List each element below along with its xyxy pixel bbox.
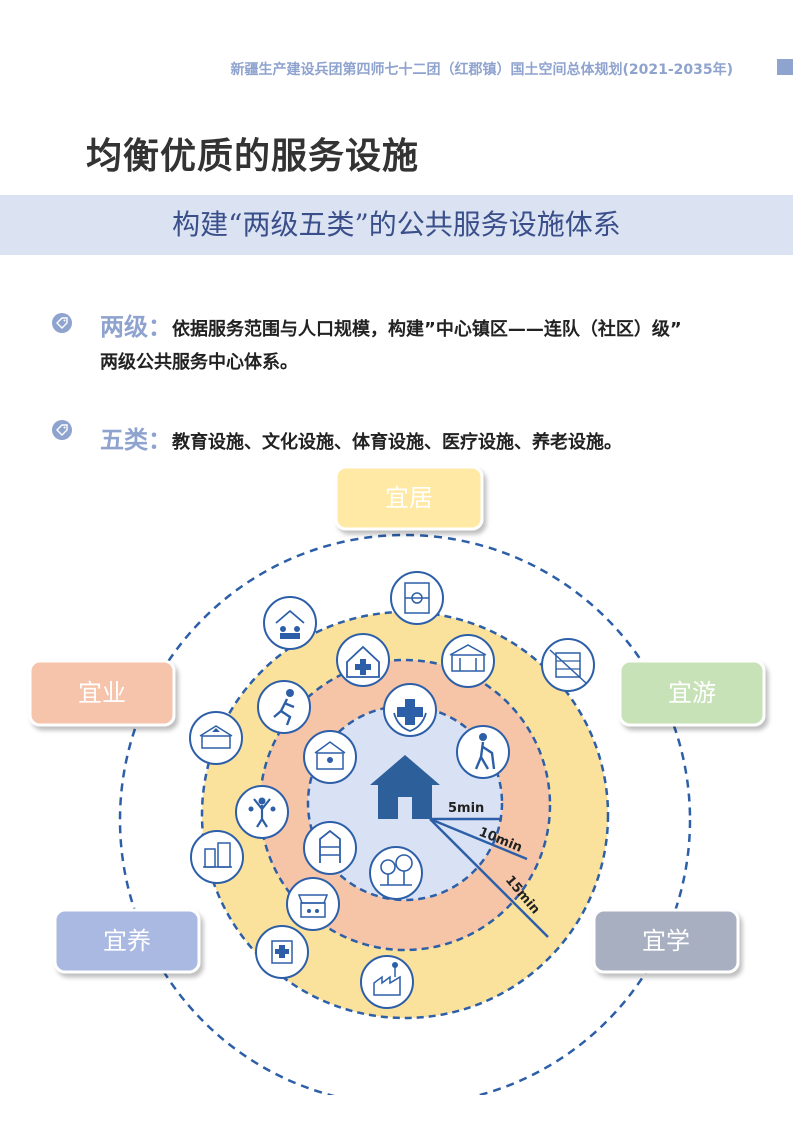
- document-header-title: 新疆生产建设兵团第四师七十二团（红郡镇）国土空间总体规划(2021-2035年): [230, 62, 733, 78]
- levels-text-line1: 依据服务范围与人口规模，构建”中心镇区——连队（社区）级”: [172, 319, 682, 340]
- home-icon: [370, 755, 440, 819]
- park-icon: [369, 846, 423, 900]
- radius-line-15min: [429, 818, 549, 938]
- factory-icon: [360, 955, 414, 1009]
- theme-label-care: 宜养: [103, 927, 151, 955]
- header-marker: [777, 59, 793, 75]
- theme-label-livable: 宜居: [385, 484, 433, 512]
- family-care-icon: [263, 596, 317, 650]
- market-icon: [189, 711, 243, 765]
- levels-text-line2: 两级公共服务中心体系。: [100, 352, 298, 373]
- sports-activity-icon: [235, 785, 289, 839]
- theme-label-travel: 宜游: [668, 679, 716, 707]
- tag-icon: [52, 420, 72, 440]
- service-radius-diagram: 5min 10min 15min: [28, 465, 766, 1095]
- shop-icon: [286, 877, 340, 931]
- levels-keyword: 两级：: [100, 313, 172, 341]
- categories-keyword: 五类：: [100, 426, 172, 454]
- kindergarten-icon: [303, 730, 357, 784]
- elderly-icon: [456, 725, 510, 779]
- subtitle-banner: 构建“两级五类”的公共服务设施体系: [0, 195, 793, 255]
- hospital-icon: [255, 925, 309, 979]
- levels-item-line1: 两级：依据服务范围与人口规模，构建”中心镇区——连队（社区）级”: [100, 307, 682, 342]
- playground-icon: [303, 821, 357, 875]
- theme-box-bottom-left: 宜养: [53, 908, 201, 974]
- sports-field-icon: [390, 571, 444, 625]
- community-hall-icon: [441, 634, 495, 688]
- clinic-icon: [336, 633, 390, 687]
- banner-text: 构建“两级五类”的公共服务设施体系: [172, 208, 621, 241]
- page-title: 均衡优质的服务设施: [86, 136, 420, 177]
- theme-label-study: 宜学: [642, 927, 690, 955]
- medical-care-icon: [383, 683, 437, 737]
- school-icon: [541, 638, 595, 692]
- tag-icon: [52, 313, 72, 333]
- theme-box-left: 宜业: [28, 659, 176, 727]
- theme-box-top: 宜居: [334, 465, 484, 531]
- theme-label-business: 宜业: [78, 679, 126, 707]
- outer-dashed-ring: [118, 533, 692, 1095]
- theme-box-right: 宜游: [618, 659, 766, 727]
- residential-icon: [190, 830, 244, 884]
- categories-text: 教育设施、文化设施、体育设施、医疗设施、养老设施。: [172, 432, 622, 453]
- runner-icon: [257, 680, 311, 734]
- ring-label-5min: 5min: [448, 801, 484, 816]
- categories-item: 五类：教育设施、文化设施、体育设施、医疗设施、养老设施。: [100, 420, 622, 455]
- radius-line-10min: [429, 817, 528, 861]
- theme-box-bottom-right: 宜学: [592, 908, 740, 974]
